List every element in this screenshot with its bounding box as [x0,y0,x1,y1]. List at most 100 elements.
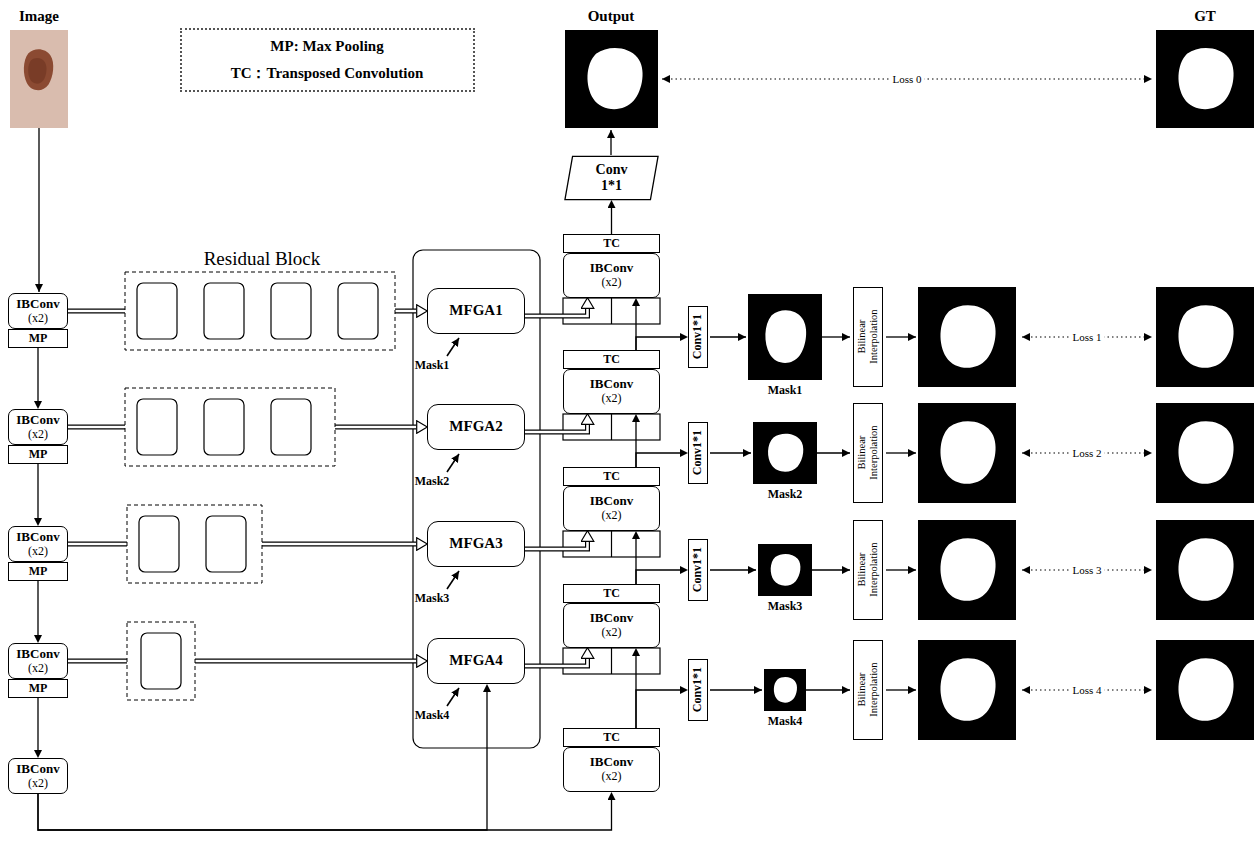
image-title: GT [1194,8,1216,25]
connector-group [611,208,612,234]
mfga-panel [413,250,540,748]
mask-label: Mask3 [415,592,450,606]
connector-group [38,698,39,750]
ibconv-block: IBConv(x2) [563,747,660,792]
mask-ground [918,287,1016,387]
connector-group [38,581,39,635]
mask-blob [1179,48,1234,109]
residual-block [206,516,246,572]
ibconv-block: IBConv(x2) [8,526,68,562]
loss-label: Loss 2 [1069,447,1104,460]
concat-divider [611,648,612,674]
residual-block [139,516,179,572]
ibconv-block: IBConv(x2) [8,643,68,679]
residual-block [204,283,244,339]
node-title: Conv1*1 [691,547,704,592]
node-title: Bilinear Interpolation [856,292,879,382]
connector [611,208,612,234]
concat-box [563,414,660,440]
residual-frame [125,388,335,466]
node-title: Bilinear Interpolation [856,408,879,498]
connector-group [636,570,680,584]
mask-blob [1179,658,1234,721]
node-subtitle: (x2) [602,770,622,784]
side-arrows [710,337,1152,690]
node-subtitle: (x2) [602,626,622,640]
mask-label: Mask4 [415,709,450,723]
node-title: IBConv [590,494,633,509]
concat-divider [611,531,612,557]
flow-arrow [806,689,850,690]
node-title: MFGA2 [449,418,502,435]
mask-ground [918,520,1016,620]
mask-images [748,294,822,711]
connector [636,570,680,584]
mask-blob [941,538,996,601]
skip-connection [68,659,416,664]
node-title: Conv1*1 [691,430,704,475]
mask-label: Mask2 [768,488,803,502]
connector-group [525,309,588,316]
mfga-module: MFGA1 [427,288,525,334]
node-title: IBConv [590,377,633,392]
node-subtitle: TC：Transposed Convolution [231,65,424,82]
skip-connection-inner [525,309,588,316]
ibconv-block: IBConv(x2) [563,253,660,298]
conv-1x1-side: Conv1*1 [688,422,708,484]
node-subtitle: (x2) [28,777,48,791]
residual-block [137,283,177,339]
connector [636,690,680,728]
mask-ground [753,422,817,484]
output-image [565,30,658,128]
ibconv-block: IBConv(x2) [563,369,660,414]
ibconv-block: IBConv(x2) [8,409,68,445]
max-pooling-block: MP [8,562,68,581]
transposed-conv-block: TC [563,467,660,486]
node-title: MP [29,682,48,696]
node-subtitle: (x2) [602,392,622,406]
bilinear-interpolation: Bilinear Interpolation [853,403,882,503]
lesion [24,49,53,90]
mask-pointer [447,338,459,356]
skip-connection-inner [525,659,588,666]
transposed-conv-block: TC [563,350,660,369]
skip-connection [525,425,588,432]
node-subtitle: (x2) [602,509,622,523]
mask-blob [768,434,803,472]
flow-arrow [610,130,611,155]
node-title: MFGA1 [449,302,502,319]
residual-group [127,622,195,700]
connector-group [525,659,588,666]
connector [37,698,38,750]
gt-images [1156,287,1254,740]
mfga-module: MFGA3 [427,521,525,567]
residual-frame [127,505,262,583]
mask-blob [774,677,797,703]
residual-group [125,388,335,466]
transposed-conv-block: TC [563,584,660,603]
node-subtitle: (x2) [28,662,48,676]
mask-ground [758,544,812,596]
flow-arrow [38,128,39,292]
bilinear-interpolation: Bilinear Interpolation [853,640,882,740]
mask-ground [918,640,1016,740]
node-title: IBConv [16,297,59,312]
mask-blob [941,421,996,484]
mask-blob [941,658,996,721]
node-title: TC [603,587,620,601]
node-title: TC [603,237,620,251]
connector-group [38,794,612,830]
mask-label: Mask2 [415,475,450,489]
residual-block [141,633,181,689]
connector-group [525,425,588,432]
node-title: TC [603,731,620,745]
flow-arrow [886,689,916,690]
lesion-core [28,58,46,84]
abbreviation-note: MP: Max PoolingTC：Transposed Convolution [180,28,475,92]
node-title: TC [603,353,620,367]
node-title: Conv1*1 [691,314,704,359]
mask-pointer [447,571,459,589]
node-title: IBConv [590,755,633,770]
mask-ground [1156,30,1254,128]
flow-arrow [817,452,850,453]
